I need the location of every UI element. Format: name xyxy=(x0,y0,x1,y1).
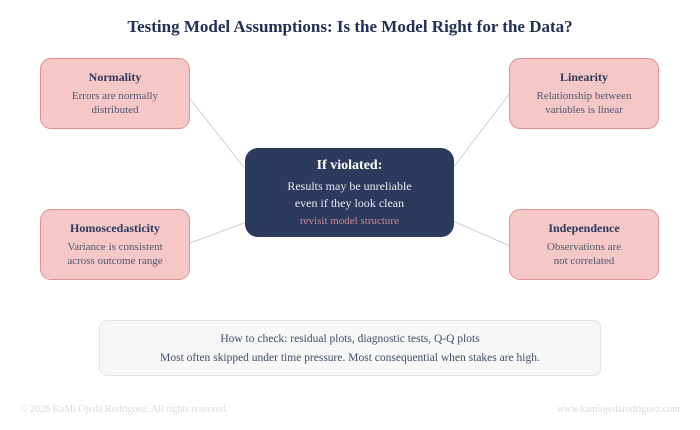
footer-website: www.kamiojedarodriguez.com xyxy=(556,404,680,415)
assumption-box-independence: Independence Observations are not correl… xyxy=(509,209,659,280)
how-to-check-panel: How to check: residual plots, diagnostic… xyxy=(99,320,601,376)
assumption-title: Normality xyxy=(88,70,142,84)
center-box-line: Results may be unreliable xyxy=(287,179,412,193)
assumption-description: Errors are normally distributed xyxy=(72,89,158,117)
footer-copyright: © 2026 KaMi Ojeda Rodriguez. All rights … xyxy=(20,404,228,415)
assumption-description-line: Observations are xyxy=(546,241,622,253)
assumption-description-line: across outcome range xyxy=(67,255,163,267)
center-box-title: If violated: xyxy=(316,158,383,173)
connector-independence xyxy=(452,220,511,247)
connector-linearity xyxy=(452,92,511,169)
assumption-title: Linearity xyxy=(560,70,608,84)
assumption-description-line: Variance is consistent xyxy=(67,241,163,253)
center-box-line: even if they look clean xyxy=(294,196,405,210)
assumption-description: Observations are not correlated xyxy=(547,240,621,268)
center-violation-box: If violated: Results may be unreliable e… xyxy=(245,148,454,237)
assumption-description-line: not correlated xyxy=(553,255,615,267)
assumption-description-line: Relationship between xyxy=(536,90,632,102)
assumption-title: Homoscedasticity xyxy=(70,221,160,235)
assumption-description-line: variables is linear xyxy=(545,104,623,116)
assumption-description-line: Errors are normally xyxy=(71,90,159,102)
connector-homoscedasticity xyxy=(189,221,248,244)
assumption-description: Variance is consistent across outcome ra… xyxy=(67,240,162,268)
assumption-title: Independence xyxy=(548,221,620,235)
center-box-note: revisit model structure xyxy=(300,215,399,227)
how-to-check-line: Most often skipped under time pressure. … xyxy=(160,351,540,364)
assumption-description-line: distributed xyxy=(91,104,139,116)
assumption-box-linearity: Linearity Relationship between variables… xyxy=(509,58,659,129)
connector-normality xyxy=(189,98,248,172)
assumption-box-homoscedasticity: Homoscedasticity Variance is consistent … xyxy=(40,209,190,280)
assumption-box-normality: Normality Errors are normally distribute… xyxy=(40,58,190,129)
how-to-check-line: How to check: residual plots, diagnostic… xyxy=(220,332,480,345)
page-title: Testing Model Assumptions: Is the Model … xyxy=(127,17,573,36)
assumption-description: Relationship between variables is linear xyxy=(536,89,631,117)
